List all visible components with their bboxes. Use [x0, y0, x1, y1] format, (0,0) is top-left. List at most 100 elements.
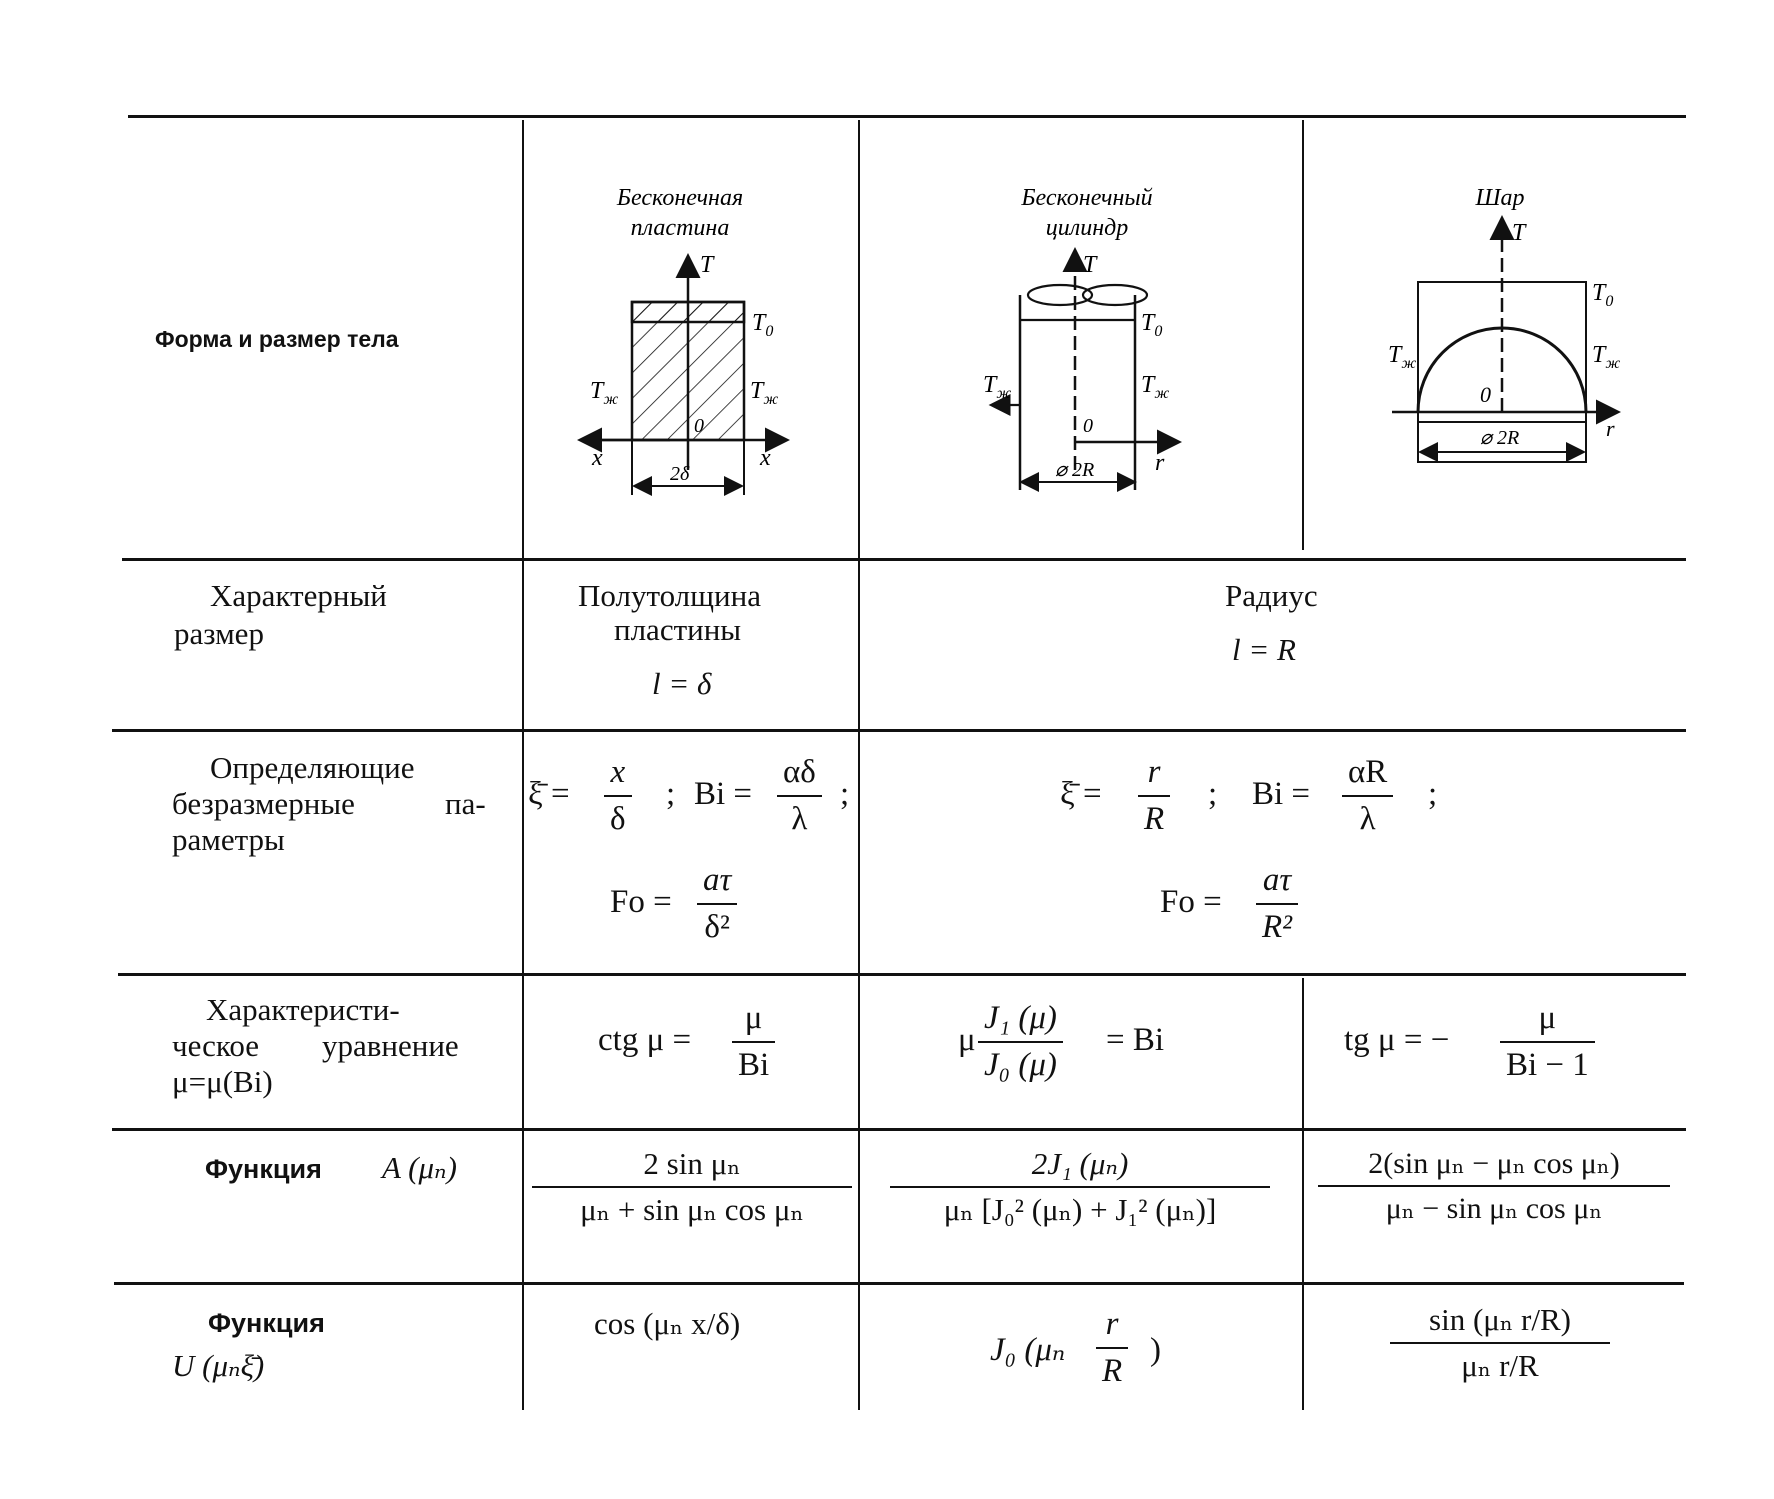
slab-a-den: μₙ + sin μₙ cos μₙ — [580, 1192, 804, 1227]
slab-bi-frac: αδ λ — [777, 754, 822, 838]
slab-xi-eq: ξ̄ = — [528, 776, 570, 812]
slab-diagram: Бесконечная пластина T T0 Tж Tж 0 x x 2δ — [570, 180, 810, 515]
sph-chareq-frac: μ Bi − 1 — [1500, 1000, 1595, 1084]
rad-xi-num: r — [1138, 754, 1171, 797]
rad-fo-eq: Fo = — [1160, 884, 1222, 920]
cyl-u-num: r — [1096, 1306, 1129, 1349]
char-size-label-2: размер — [174, 616, 264, 651]
sph-chareq-den: Bi − 1 — [1506, 1047, 1589, 1083]
chareq-label-3: μ=μ(Bi) — [172, 1064, 273, 1099]
rad-semi-1: ; — [1208, 776, 1218, 812]
func-u-arg: U (μₙξ̄) — [172, 1348, 265, 1383]
rad-xi-frac: r R — [1138, 754, 1171, 838]
rule-3 — [118, 973, 1686, 976]
slab-xi-frac: x δ — [604, 754, 632, 838]
sphere-r-label: r — [1606, 416, 1615, 441]
radius-label: Радиус — [1225, 578, 1318, 613]
cyl-tzh-left: Tж — [983, 372, 1011, 402]
shape-row-label: Форма и размер тела — [155, 326, 399, 352]
slab-fo-eq: Fo = — [610, 884, 672, 920]
sph-u-frac: sin (μₙ r/R) μₙ r/R — [1390, 1302, 1610, 1384]
sphere-dim-label: ⌀ 2R — [1480, 427, 1519, 449]
slab-u: cos (μₙ x/δ) — [594, 1306, 741, 1341]
cyl-chareq-rhs: = Bi — [1106, 1022, 1165, 1058]
slab-bi-den: λ — [791, 801, 808, 837]
sphere-tzh-right: Tж — [1592, 342, 1620, 372]
rad-semi-2: ; — [1428, 776, 1438, 812]
sphere-diagram: Шар T T0 Tж Tж 0 r ⌀ 2R — [1380, 180, 1640, 485]
cyl-dim-label: ⌀ 2R — [1055, 459, 1094, 481]
rad-fo-den: R² — [1262, 909, 1293, 945]
rule-1 — [122, 558, 1686, 561]
slab-chareq-num: μ — [732, 1000, 776, 1043]
chareq-label-1: Характеристи- — [206, 992, 400, 1027]
slab-size-eq: l = δ — [652, 666, 712, 701]
char-size-label-1: Характерный — [210, 578, 387, 613]
cyl-t-label: T — [1083, 252, 1098, 278]
cyl-top-ellipse-r — [1081, 283, 1149, 307]
cyl-tzh-right: Tж — [1141, 372, 1169, 402]
slab-x-left: x — [591, 445, 603, 471]
sph-chareq-lhs: tg μ = − — [1344, 1022, 1450, 1058]
slab-tzh-right: Tж — [750, 378, 778, 408]
slab-t0-label: T0 — [752, 310, 773, 340]
col-line-3a — [1302, 120, 1304, 550]
sph-u-num: sin (μₙ r/R) — [1390, 1302, 1610, 1344]
params-label-3: раметры — [172, 822, 285, 857]
cyl-chareq-frac: J₁ (μ) J₀ (μ) — [978, 1000, 1063, 1084]
rad-fo-num: aτ — [1256, 862, 1299, 905]
slab-xi-den: δ — [610, 801, 626, 837]
cyl-title-1: Бесконечный — [1020, 185, 1152, 211]
params-label-2b: па- — [445, 786, 486, 821]
cyl-chareq-den: J₀ (μ) — [984, 1047, 1057, 1083]
func-u-label: Функция — [208, 1308, 325, 1338]
sph-chareq-num: μ — [1500, 1000, 1595, 1043]
rad-xi-den: R — [1144, 801, 1165, 837]
slab-chareq-lhs: ctg μ = — [598, 1022, 692, 1058]
cyl-a-den: μₙ [J₀² (μₙ) + J₁² (μₙ)] — [943, 1192, 1217, 1227]
rad-xi-eq: ξ̄ = — [1060, 776, 1102, 812]
sphere-title: Шар — [1474, 185, 1524, 211]
rad-fo-frac: aτ R² — [1256, 862, 1299, 946]
cyl-chareq-num: J₁ (μ) — [978, 1000, 1063, 1043]
sph-u-den: μₙ r/R — [1461, 1348, 1539, 1383]
slab-x-right: x — [759, 445, 771, 471]
cyl-top-ellipse — [1026, 283, 1094, 307]
slab-fo-num: aτ — [697, 862, 738, 905]
slab-a-frac: 2 sin μₙ μₙ + sin μₙ cos μₙ — [532, 1146, 852, 1228]
cyl-title-2: цилиндр — [1046, 215, 1129, 241]
slab-xi-num: x — [604, 754, 632, 797]
col-line-3b — [1302, 978, 1304, 1410]
sph-a-den: μₙ − sin μₙ cos μₙ — [1385, 1192, 1603, 1225]
cyl-u-post: ) — [1150, 1332, 1161, 1368]
radius-eq: l = R — [1232, 632, 1296, 667]
cyl-origin: 0 — [1083, 415, 1093, 437]
slab-chareq-den: Bi — [738, 1047, 770, 1083]
slab-title-1: Бесконечная — [616, 185, 743, 211]
slab-semi-1: ; — [666, 776, 676, 812]
params-label-1: Определяющие — [210, 750, 415, 785]
slab-title-2: пластина — [631, 215, 730, 241]
slab-origin: 0 — [694, 415, 704, 437]
cyl-t0-label: T0 — [1141, 310, 1162, 340]
sphere-t0-label: T0 — [1592, 280, 1613, 310]
slab-chareq-frac: μ Bi — [732, 1000, 776, 1084]
slab-size-1: Полутолщина — [578, 578, 761, 613]
rule-4 — [112, 1128, 1686, 1131]
chareq-label-2b: уравнение — [322, 1028, 459, 1063]
cyl-a-frac: 2J₁ (μₙ) μₙ [J₀² (μₙ) + J₁² (μₙ)] — [890, 1146, 1270, 1228]
rad-bi-num: αR — [1342, 754, 1394, 797]
slab-bi-eq: Bi = — [694, 776, 753, 812]
slab-fo-frac: aτ δ² — [697, 862, 738, 946]
sph-a-frac: 2(sin μₙ − μₙ cos μₙ) μₙ − sin μₙ cos μₙ — [1318, 1146, 1670, 1226]
slab-bi-num: αδ — [777, 754, 822, 797]
rule-top — [128, 115, 1686, 118]
rule-5 — [114, 1282, 1684, 1285]
cyl-chareq-mu: μ — [958, 1022, 976, 1058]
func-a-arg: A (μₙ) — [382, 1150, 457, 1185]
sphere-t-label: T — [1512, 220, 1527, 246]
params-label-2a: безразмерные — [172, 786, 355, 821]
slab-t-label: T — [700, 252, 715, 278]
chareq-label-2a: ческое — [172, 1028, 260, 1063]
cyl-u-frac: r R — [1096, 1306, 1129, 1390]
